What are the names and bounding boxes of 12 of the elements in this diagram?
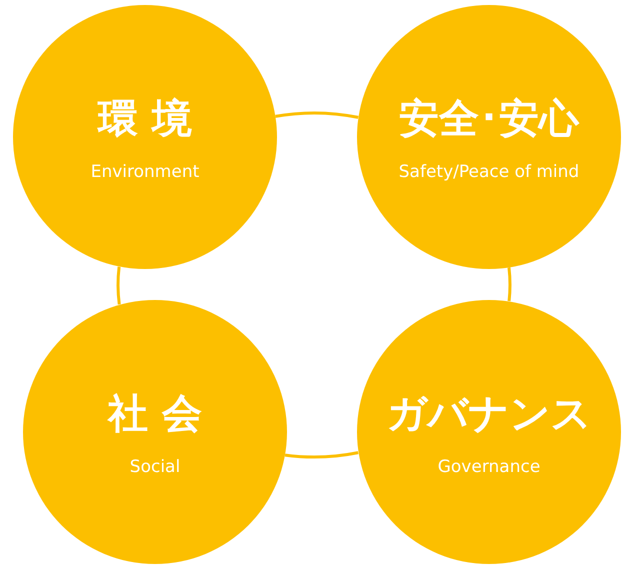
circle-subtitle: Safety/Peace of mind <box>398 161 580 183</box>
connector-arc <box>275 112 358 119</box>
circle-subtitle: Social <box>130 456 180 478</box>
circle-subtitle: Environment <box>90 161 200 183</box>
connector-arc <box>284 451 358 458</box>
connector-arc <box>116 266 121 305</box>
circle-heading: 環 境 <box>98 95 192 143</box>
circle-heading: ガバナンス <box>386 390 592 438</box>
connector-arc <box>508 267 512 302</box>
circle-subtitle: Governance <box>438 456 540 478</box>
circle-heading: 安全･安心 <box>399 95 579 143</box>
circle-heading: 社 会 <box>108 390 202 438</box>
